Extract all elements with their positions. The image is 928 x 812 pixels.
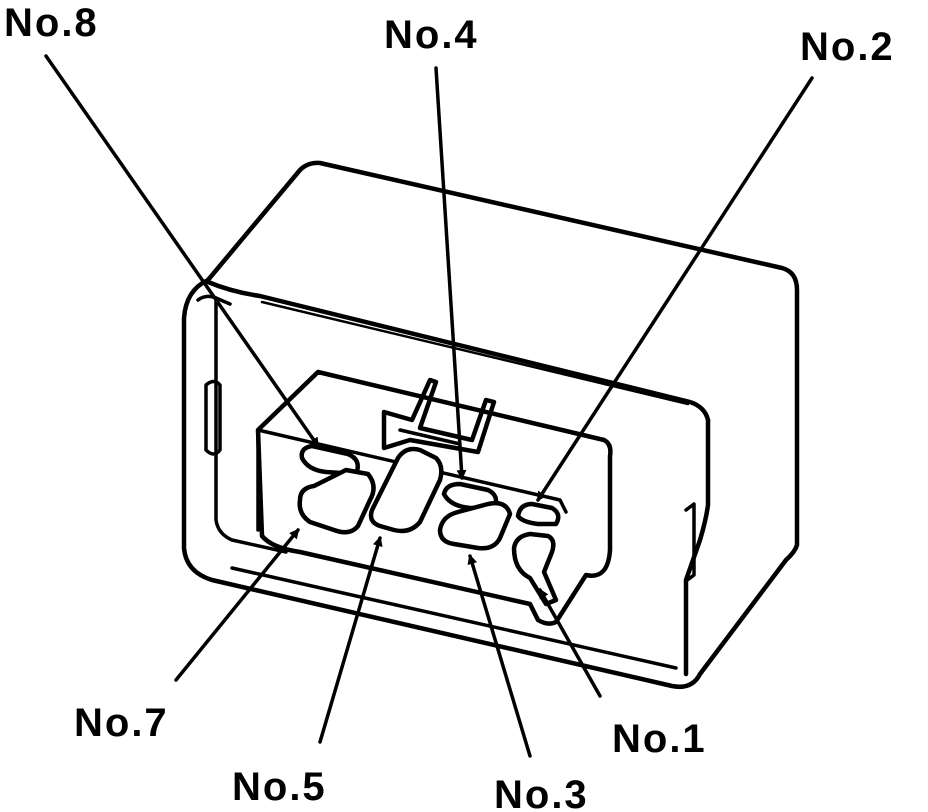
- label-no8: No.8: [4, 1, 99, 45]
- leader-no7: [174, 528, 300, 682]
- pin-labels: No.8 No.4 No.2 No.7 No.5 No.3 No.1: [4, 1, 895, 812]
- label-no4: No.4: [384, 13, 479, 57]
- leader-no2: [536, 76, 814, 502]
- label-no7: No.7: [74, 701, 169, 745]
- leader-lines: [44, 54, 814, 758]
- leader-no8: [44, 54, 320, 448]
- leader-no5: [318, 536, 383, 744]
- terminal-blades: [297, 443, 561, 607]
- terminal-cavity: [255, 369, 613, 626]
- leader-no3: [467, 554, 532, 758]
- leader-no4: [434, 66, 467, 480]
- label-no3: No.3: [494, 773, 589, 812]
- label-no1: No.1: [612, 717, 707, 761]
- label-no5: No.5: [232, 765, 327, 809]
- connector-housing: [181, 160, 800, 689]
- label-no2: No.2: [800, 25, 895, 69]
- leader-no1: [538, 588, 602, 698]
